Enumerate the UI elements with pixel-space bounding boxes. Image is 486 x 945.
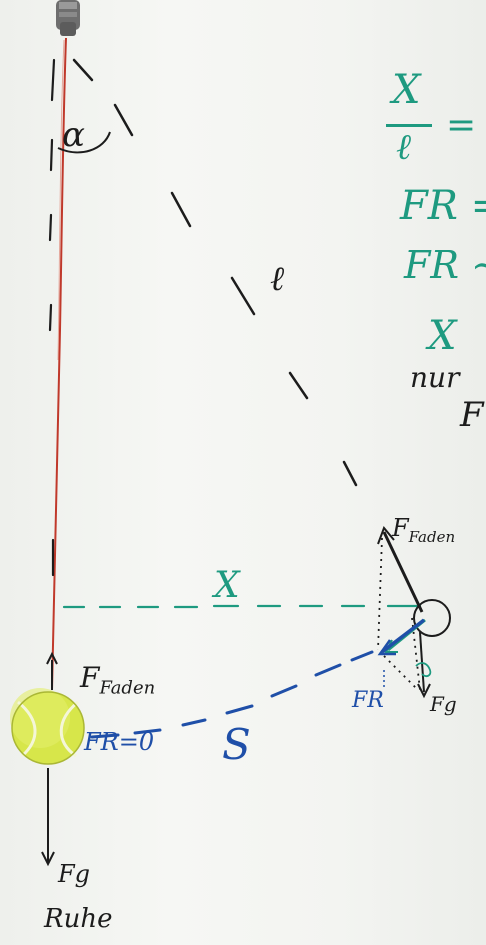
f-g-label-left: Fg (58, 860, 91, 888)
f-g-arrow-right (417, 631, 431, 699)
mounting-screw (56, 0, 80, 36)
f-r-zero-label: FR=0 (84, 728, 155, 756)
deflected-ball-circle (413, 599, 451, 637)
tennis-ball (10, 688, 85, 765)
pendulum-length-line (72, 58, 358, 487)
f-faden-label-right: FFaden (392, 514, 456, 546)
f-faden-arrow-left (46, 651, 58, 690)
alpha-label: α (62, 115, 85, 155)
alpha-small-right (415, 662, 432, 677)
equation-6: F (460, 395, 484, 435)
f-g-label-right: Fg (430, 692, 457, 716)
x-dimension-line (62, 604, 422, 609)
s-label: S (222, 720, 251, 769)
length-label: ℓ (270, 259, 285, 299)
x-dimension-label: X (214, 565, 240, 606)
pendulum-string (51, 37, 67, 691)
ruhe-label: Ruhe (44, 904, 113, 934)
f-faden-label-left: FFaden (80, 661, 156, 699)
f-r-label-right: FR (352, 688, 384, 713)
equation-1-denominator: ℓ (396, 127, 411, 168)
equation-1-fraction-bar (386, 124, 432, 127)
f-g-arrow-left (41, 768, 55, 867)
path-s-line (90, 650, 374, 739)
vertical-reference-line (48, 58, 56, 577)
alpha-arc (57, 131, 111, 154)
equation-2: FR = (400, 183, 486, 229)
f-faden-arrow-right (377, 526, 424, 613)
equation-5: nur (410, 361, 460, 394)
equation-1-numerator: X (392, 67, 421, 113)
equation-4: X (428, 313, 457, 359)
construction-dots (377, 537, 421, 691)
f-r-arrow-right (377, 618, 426, 690)
equation-1-rest: = (446, 105, 477, 146)
equation-3: FR ~ (404, 243, 486, 287)
